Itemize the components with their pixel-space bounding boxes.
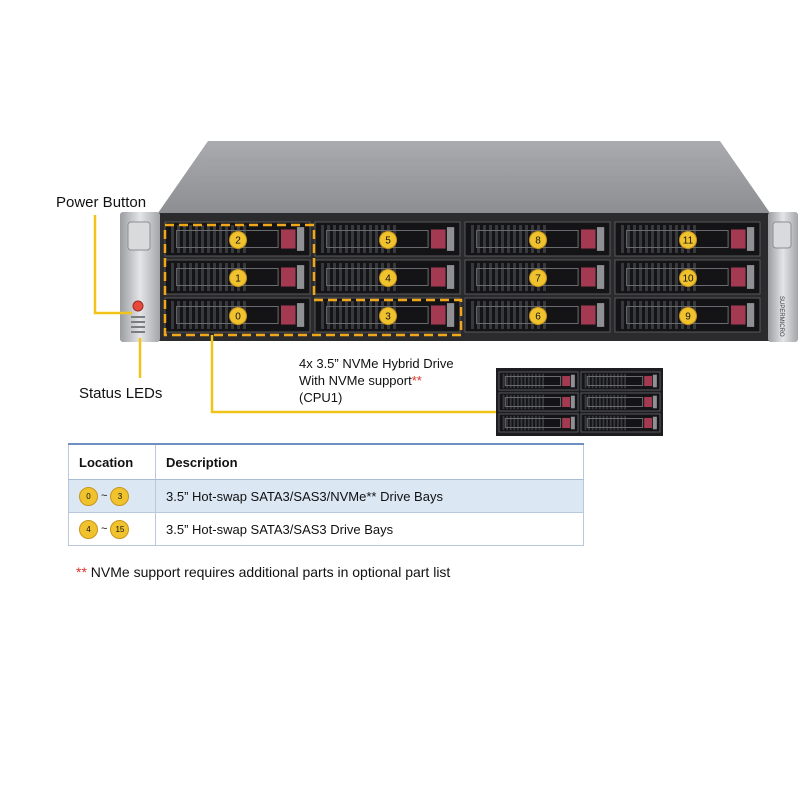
- drive-bay: 9: [614, 297, 761, 333]
- bay-number-badge: [529, 307, 547, 325]
- bay-badge-from: 4: [79, 519, 98, 539]
- bay-number-badge: [679, 231, 697, 249]
- inset-drive-tray: [498, 413, 579, 433]
- description-cell: 3.5” Hot-swap SATA3/SAS3/NVMe** Drive Ba…: [155, 479, 584, 513]
- power-button-callout-line: [93, 215, 132, 315]
- bay-number: 5: [385, 236, 391, 247]
- chassis-top-cover: [158, 141, 770, 213]
- status-led-icons: [131, 316, 145, 333]
- power-button-icon: [132, 300, 144, 312]
- bay-number-badge: [229, 231, 247, 249]
- bay-number-badge: [379, 231, 397, 249]
- drive-bay: 1: [164, 259, 311, 295]
- bay-number: 6: [535, 312, 541, 323]
- header-description: Description: [155, 443, 584, 480]
- drive-bay-table: Location Description 0~3 3.5” Hot-swap S…: [68, 443, 584, 546]
- inset-drive-tray: [580, 371, 661, 391]
- inset-drive-tray: [498, 371, 579, 391]
- bay-number: 2: [235, 236, 241, 247]
- bay-number: 0: [235, 312, 241, 323]
- drive-bay: 2: [164, 221, 311, 257]
- bay-number-badge: [529, 231, 547, 249]
- bay-number: 4: [385, 274, 391, 285]
- drive-bay: 0: [164, 297, 311, 333]
- bay-number: 7: [535, 274, 541, 285]
- drive-bay: 5: [314, 221, 461, 257]
- table-row: 0~3 3.5” Hot-swap SATA3/SAS3/NVMe** Driv…: [68, 479, 584, 513]
- bay-number-badge: [679, 269, 697, 287]
- bay-badge-to: 15: [110, 519, 130, 539]
- nvme-note-mark: **: [411, 373, 422, 388]
- range-separator: ~: [101, 490, 108, 502]
- bay-badge-from: 0: [79, 486, 98, 506]
- bay-number-badge: [529, 269, 547, 287]
- bay-number-badge: [229, 269, 247, 287]
- drive-bay: 3: [314, 297, 461, 333]
- nvme-callout-line: [210, 335, 497, 414]
- inset-drive-tray: [580, 413, 661, 433]
- power-button-callout: Power Button: [56, 194, 147, 211]
- drive-bay: 4: [314, 259, 461, 295]
- table-row: 4~15 3.5” Hot-swap SATA3/SAS3 Drive Bays: [68, 512, 584, 546]
- bay-number: 1: [235, 274, 241, 285]
- bay-number: 9: [685, 312, 691, 323]
- bay-number-badge: [379, 269, 397, 287]
- bay-number: 10: [682, 274, 694, 285]
- nvme-drive-inset: [496, 368, 663, 436]
- drive-bay: 7: [464, 259, 611, 295]
- footnote: ** NVMe support requires additional part…: [76, 564, 450, 580]
- nvme-note-line2: With NVMe support**: [299, 373, 422, 388]
- location-cell: 0~3: [68, 479, 156, 513]
- range-separator: ~: [101, 523, 108, 535]
- nvme-note-line1: 4x 3.5” NVMe Hybrid Drive: [299, 356, 454, 371]
- drive-bay: 11: [614, 221, 761, 257]
- bay-number-badge: [679, 307, 697, 325]
- drive-bay: 10: [614, 259, 761, 295]
- bay-badge-to: 3: [110, 486, 130, 506]
- bay-number: 11: [683, 236, 694, 247]
- footnote-mark: **: [76, 564, 87, 580]
- table-header-row: Location Description: [68, 443, 584, 480]
- brand-logo-text: SUPERMICRO: [778, 296, 784, 337]
- drive-bay: 6: [464, 297, 611, 333]
- header-location: Location: [68, 443, 156, 480]
- bay-number: 8: [535, 236, 541, 247]
- nvme-note-line3: (CPU1): [299, 390, 343, 405]
- footnote-text: NVMe support requires additional parts i…: [86, 564, 451, 580]
- nvme-note: 4x 3.5” NVMe Hybrid Drive With NVMe supp…: [299, 355, 454, 406]
- nvme-bays-highlight: [163, 223, 463, 337]
- inset-drive-tray: [580, 392, 661, 412]
- status-leds-callout: Status LEDs: [79, 385, 163, 402]
- bay-number-badge: [229, 307, 247, 325]
- location-cell: 4~15: [68, 512, 156, 546]
- inset-drive-tray: [498, 392, 579, 412]
- bay-number: 3: [385, 312, 391, 323]
- bay-number-badge: [379, 307, 397, 325]
- description-cell: 3.5” Hot-swap SATA3/SAS3 Drive Bays: [155, 512, 584, 546]
- drive-bay: 8: [464, 221, 611, 257]
